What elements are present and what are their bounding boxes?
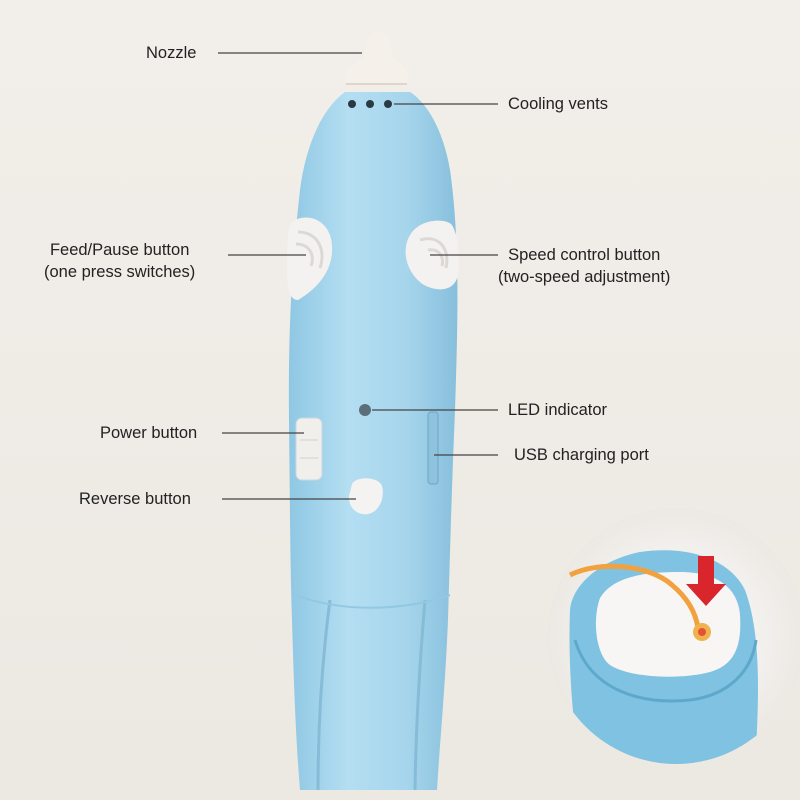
vent-3 [384,100,392,108]
red-arrow [686,556,726,606]
grip-band [295,594,451,609]
label-reverse-button: Reverse button [79,490,191,508]
grip-seam-left [316,599,332,791]
label-nozzle: Nozzle [146,44,197,62]
label-cooling-vents: Cooling vents [508,95,608,113]
vent-2 [366,100,374,108]
label-speed-control: Speed control button (two-speed adjustme… [498,244,670,288]
label-feed-pause: Feed/Pause button (one press switches) [44,239,195,283]
grip-seam-right [413,599,427,791]
power-switch [295,417,323,481]
usb-port [427,411,439,485]
label-speed-line2: (two-speed adjustment) [498,268,671,286]
label-speed-line1: Speed control button [508,246,661,264]
filament [568,563,701,629]
nozzle-zoom-inset [548,508,800,764]
label-led-indicator: LED indicator [508,401,608,419]
label-feed-pause-line2: (one press switches) [44,263,196,281]
led-indicator [359,404,371,416]
reverse-button [348,478,383,515]
label-feed-pause-line1: Feed/Pause button [49,241,190,259]
vent-1 [348,100,356,108]
feed-pause-button [287,217,333,300]
nozzle-tip [345,31,408,84]
label-power-button: Power button [100,424,198,442]
label-usb-port: USB charging port [514,446,649,464]
